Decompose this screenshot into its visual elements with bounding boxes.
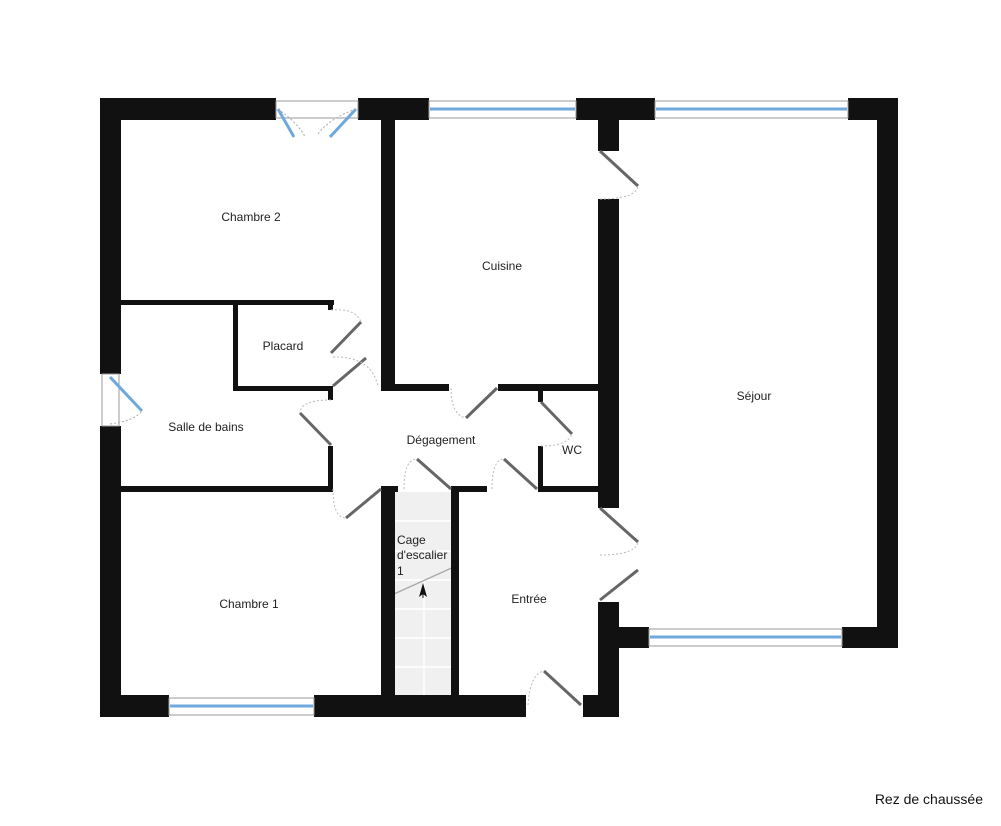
room-label-salle-de-bains: Salle de bains	[168, 420, 243, 434]
door-swings	[299, 185, 639, 706]
room-label-cage-line-1: Cage	[397, 533, 426, 547]
floor-name-caption: Rez de chaussée	[874, 791, 983, 807]
room-label-cage-line-2: d'escalier	[397, 548, 447, 562]
room-label-chambre-1: Chambre 1	[219, 597, 279, 611]
room-labels: Chambre 2 Cuisine Séjour Placard Salle d…	[168, 210, 771, 611]
room-label-degagement: Dégagement	[407, 433, 476, 447]
room-label-entree: Entrée	[511, 592, 547, 606]
room-label-chambre-2: Chambre 2	[221, 210, 281, 224]
windows	[101, 100, 849, 716]
room-label-sejour: Séjour	[737, 389, 772, 403]
room-label-cuisine: Cuisine	[482, 259, 522, 273]
walls	[100, 98, 898, 717]
doors	[298, 149, 640, 707]
staircase	[393, 492, 457, 695]
room-label-cage-line-3: 1	[397, 564, 404, 578]
room-label-wc: WC	[562, 443, 582, 457]
room-label-placard: Placard	[263, 339, 304, 353]
